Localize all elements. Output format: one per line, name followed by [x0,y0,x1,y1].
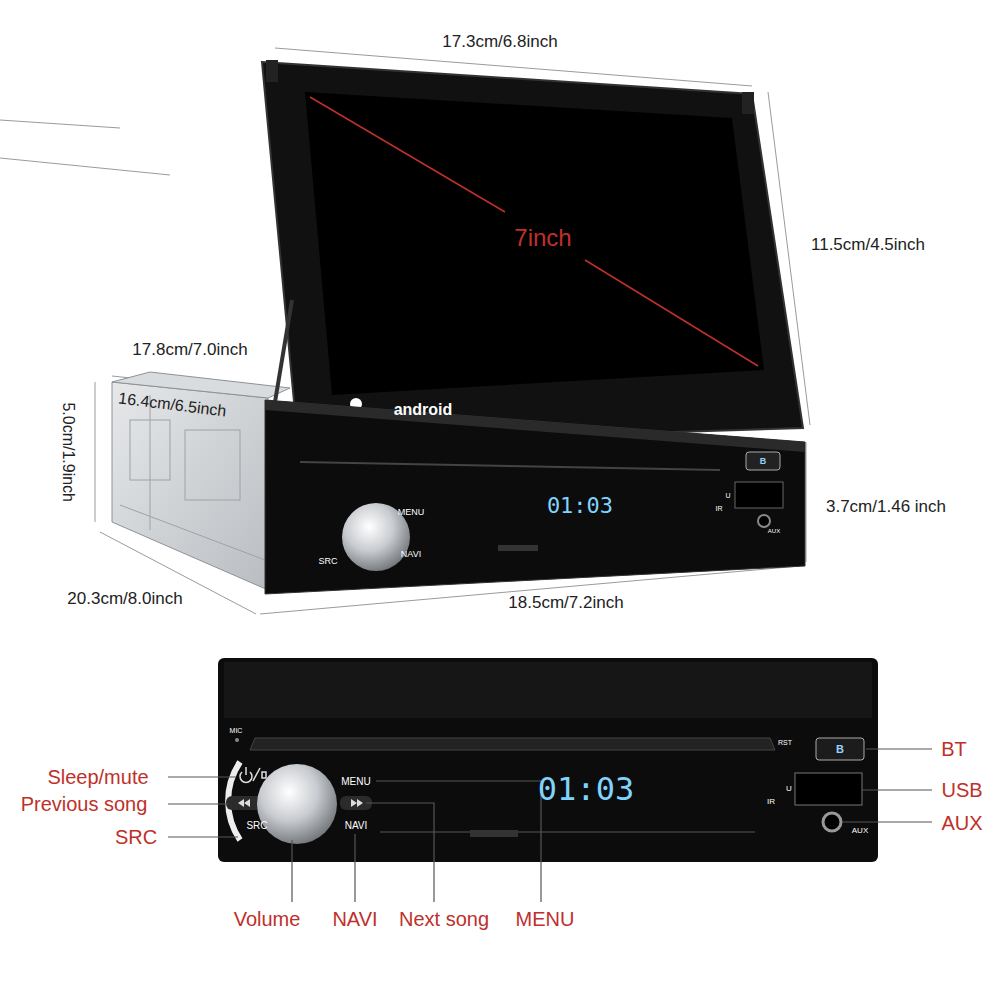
panel-text: U [725,492,730,500]
panel-text: MIC [230,727,243,735]
panel-text: AUX [768,528,780,535]
button-text: B [760,456,767,466]
callout-label: AUX [941,812,982,835]
button-text: B [836,743,844,756]
panel-text: MENU [398,507,425,517]
dimension-label: 5.0cm/1.9inch [59,402,77,502]
callout-label: BT [941,738,967,761]
panel-text: IR [767,797,775,806]
dimension-label: 3.7cm/1.46 inch [826,497,946,517]
display-digits: 01:03 [538,771,634,808]
dimension-label: 18.5cm/7.2inch [508,593,623,613]
dimension-label: 17.8cm/7.0inch [132,340,247,360]
callout-label: SRC [115,826,157,849]
panel-text: NAVI [401,549,421,559]
panel-text: U [786,784,792,793]
panel-text: SRC [318,556,337,566]
callout-label: USB [941,779,982,802]
dimension-label: 17.3cm/6.8inch [442,32,557,52]
brand-text: android [394,401,453,419]
panel-text: AUX [852,826,868,835]
panel-text: RST [778,739,792,747]
panel-text: MENU [341,776,370,788]
callout-label: Volume [234,908,301,931]
callout-label: Next song [399,908,489,931]
screen-size-label: 7inch [514,224,571,252]
panel-text: NAVI [345,820,368,832]
callout-label: Sleep/mute [47,766,148,789]
panel-text: IR [716,505,723,513]
dimension-label: 20.3cm/8.0inch [67,589,182,609]
display-digits: 01:03 [547,493,613,518]
dimension-label: 11.5cm/4.5inch [811,235,925,255]
callout-label: NAVI [332,908,377,931]
panel-text: SRC [246,820,267,832]
callout-label: Previous song [21,793,148,816]
callout-label: MENU [516,908,575,931]
